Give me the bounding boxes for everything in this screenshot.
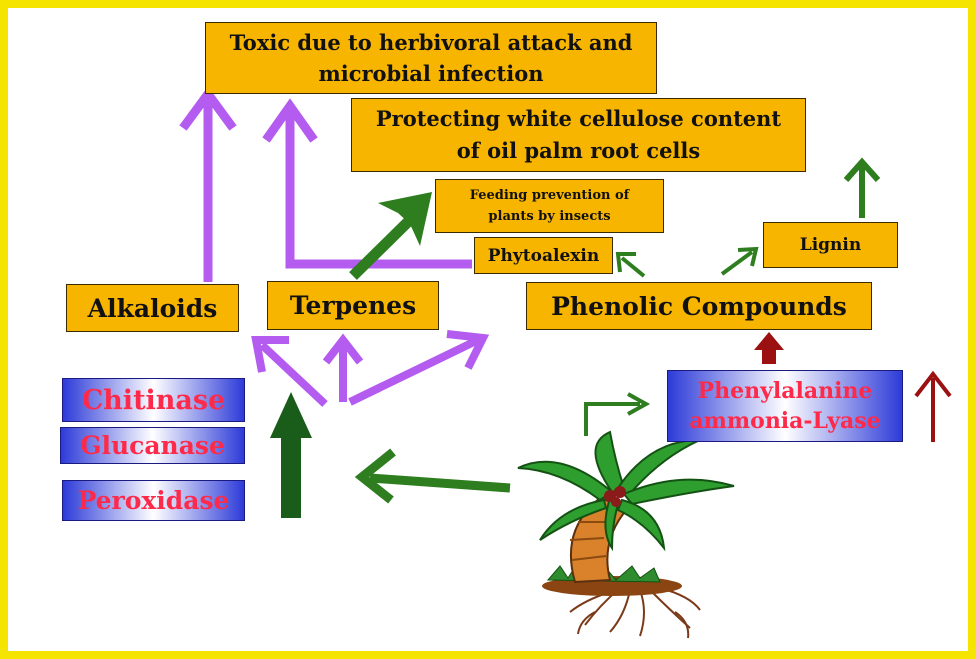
pal-to-phenolic-arrow: [754, 332, 784, 364]
lignin-box: Lignin: [763, 222, 898, 268]
protecting-box: Protecting white cellulose content of oi…: [351, 98, 806, 172]
toxic-box: Toxic due to herbivoral attack and micro…: [205, 22, 657, 94]
glucanase-label: Glucanase: [60, 427, 245, 464]
terpenes-box: Terpenes: [267, 281, 439, 330]
palm-to-defense-arrow: [362, 452, 510, 500]
enzymes-increase-arrow: [270, 392, 312, 518]
alkaloids-box: Alkaloids: [66, 284, 239, 332]
terpenes-fan-right-arrow: [350, 334, 483, 402]
chitinase-label: Chitinase: [62, 378, 245, 422]
feeding-prevention-box: Feeding prevention of plants by insects: [435, 179, 664, 233]
palm-to-pal-arrow: [586, 394, 646, 436]
phenylalanine-ammonia-lyase-label: Phenylalanine ammonia-Lyase: [667, 370, 903, 442]
phenolic-to-phytoalexin-arrow: [618, 254, 644, 276]
alkaloids-to-toxic-arrow: [183, 94, 233, 282]
phenolic-to-lignin-arrow: [722, 249, 756, 274]
pal-increase-arrow: [916, 374, 950, 442]
phytoalexin-box: Phytoalexin: [474, 237, 613, 274]
oil-palm-tree-icon: [518, 432, 734, 638]
lignin-up-arrow: [846, 162, 878, 218]
phenolic-compounds-box: Phenolic Compounds: [526, 282, 872, 330]
peroxidase-label: Peroxidase: [62, 480, 245, 521]
terpenes-fan-center-arrow: [326, 340, 360, 402]
